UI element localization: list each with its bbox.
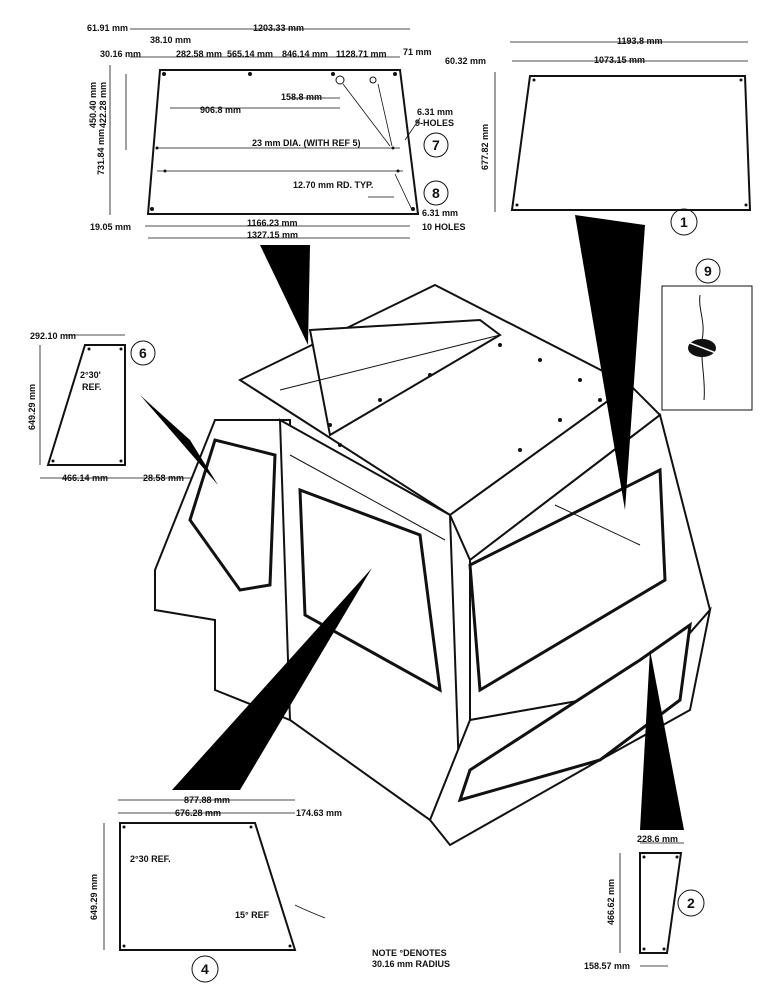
panel-top-outline	[146, 69, 420, 215]
dim-450-40: 450.40 mm	[88, 82, 98, 128]
panel-1-width-top: 1193.8 mm	[617, 36, 663, 46]
detail-9-drawing: 9	[661, 258, 753, 411]
panel-2-outline	[639, 852, 683, 954]
panel-1-height: 677.82 mm	[480, 124, 490, 170]
dim-565-14: 565.14 mm	[227, 49, 273, 59]
svg-text:6: 6	[139, 345, 147, 361]
dim-846-14: 846.14 mm	[282, 49, 328, 59]
dim-1166-23: 1166.23 mm	[247, 218, 298, 228]
dim-1128-71: 1128.71 mm	[336, 49, 387, 59]
dim-19-05: 19.05 mm	[90, 222, 131, 232]
callout-1: 1	[670, 208, 698, 236]
panel-4-outline	[119, 822, 297, 951]
dim-282-58: 282.58 mm	[176, 49, 222, 59]
panel-4-height: 649.29 mm	[89, 874, 99, 920]
panel-4-drawing: 877.88 mm 676.28 mm 174.63 mm 2°30 REF. …	[89, 795, 342, 983]
svg-text:4: 4	[201, 961, 209, 977]
pointer-panel-4	[172, 568, 372, 790]
callout-9: 9	[695, 258, 721, 284]
panel-2-height: 466.62 mm	[606, 879, 616, 925]
dim-61-91: 61.91 mm	[87, 23, 128, 33]
holes-a-count: 9-HOLES	[415, 118, 454, 128]
panel-1-drawing: 1193.8 mm 60.32 mm 1073.15 mm 677.82 mm …	[445, 36, 752, 236]
panel-6-ref: REF.	[82, 382, 102, 392]
dim-38-10: 38.10 mm	[150, 35, 191, 45]
panel-6-angle: 2°30'	[80, 370, 101, 380]
panel-6-width-top: 292.10 mm	[30, 331, 76, 341]
callout-4: 4	[191, 955, 219, 983]
cab-window-front	[468, 467, 667, 693]
svg-text:8: 8	[432, 185, 440, 201]
pointer-top-panel	[260, 245, 310, 345]
dim-30-16: 30.16 mm	[100, 49, 141, 59]
panel-4-angle-ref2: 15° REF	[235, 910, 270, 920]
holes-a-size: 6.31 mm	[417, 107, 453, 117]
panel-6-height: 649.29 mm	[27, 384, 37, 430]
panel-6-outline	[46, 344, 126, 466]
dim-906-8: 906.8 mm	[200, 105, 241, 115]
pointer-wedges	[140, 215, 684, 830]
note-line-2: 30.16 mm RADIUS	[372, 959, 450, 969]
holes-b-size: 6.31 mm	[422, 208, 458, 218]
panel-2-drawing: 228.6 mm 466.62 mm 158.57 mm 2	[584, 834, 705, 971]
hole-dia-note: 23 mm DIA. (WITH REF 5)	[252, 138, 361, 148]
callout-2: 2	[677, 889, 705, 917]
panel-1-offset: 60.32 mm	[445, 56, 486, 66]
panel-2-width-bottom: 158.57 mm	[584, 961, 630, 971]
panel-6-drawing: 292.10 mm 2°30' REF. 649.29 mm 466.14 mm…	[27, 331, 200, 483]
panel-6-offset: 28.58 mm	[143, 473, 184, 483]
callout-6: 6	[130, 340, 156, 366]
callout-8: 8	[423, 180, 449, 206]
panel-top-drawing: 61.91 mm 38.10 mm 1203.33 mm 30.16 mm 28…	[87, 23, 466, 240]
dim-158-8: 158.8 mm	[281, 92, 322, 102]
panel-4-width-part: 676.28 mm	[175, 808, 221, 818]
svg-text:9: 9	[704, 263, 712, 279]
dim-731-84: 731.84 mm	[96, 129, 106, 175]
panel-1-outline	[510, 75, 752, 211]
dim-1203-33: 1203.33 mm	[253, 23, 304, 33]
cab-window-door	[298, 487, 442, 693]
pointer-panel-2	[640, 650, 684, 830]
svg-text:1: 1	[680, 214, 688, 230]
cab-rivets	[328, 343, 602, 452]
panel-6-width-bottom: 466.14 mm	[62, 473, 108, 483]
radius-note: 12.70 mm RD. TYP.	[293, 180, 373, 190]
panel-1-width-inner: 1073.15 mm	[594, 55, 645, 65]
panel-2-width-top: 228.6 mm	[637, 834, 678, 844]
callout-7: 7	[423, 132, 449, 158]
dim-422-28: 422.28 mm	[98, 82, 108, 128]
panel-4-width-total: 877.88 mm	[184, 795, 230, 805]
cab-window-left	[188, 438, 277, 592]
svg-text:7: 7	[432, 137, 440, 153]
pointer-panel-6	[140, 395, 218, 485]
panel-4-angle-ref: 2°30 REF.	[130, 854, 171, 864]
dim-71: 71 mm	[403, 47, 432, 57]
holes-b-count: 10 HOLES	[422, 222, 466, 232]
cab-window-lower	[457, 621, 692, 803]
note-line-1: NOTE °DENOTES	[372, 948, 447, 958]
pointer-panel-1	[575, 215, 645, 510]
panel-4-offset: 174.63 mm	[296, 808, 342, 818]
dim-1327-15: 1327.15 mm	[247, 230, 298, 240]
svg-text:2: 2	[687, 895, 695, 911]
panel-top-holes	[150, 72, 415, 211]
